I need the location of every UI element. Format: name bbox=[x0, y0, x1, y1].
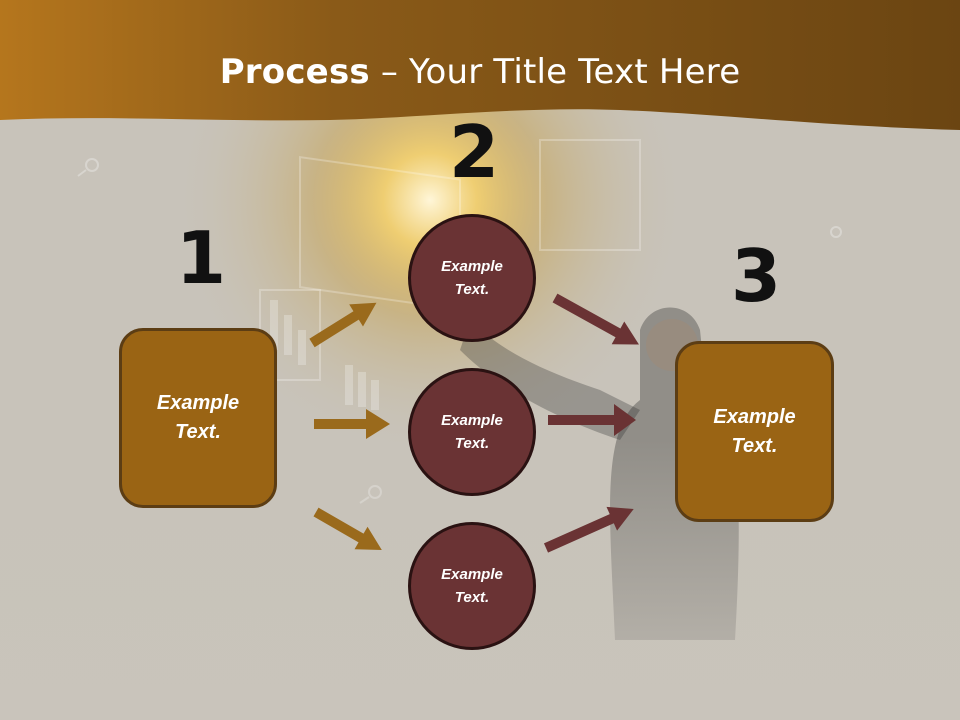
circle-3-line1: Example bbox=[441, 566, 503, 583]
arrow-from-circle-2 bbox=[548, 404, 636, 436]
right-box-line2: Text. bbox=[731, 434, 778, 457]
circle-1: Example Text. bbox=[408, 214, 536, 342]
arrow-to-circle-1 bbox=[309, 302, 377, 348]
arrow-from-circle-1 bbox=[552, 293, 639, 345]
arrow-to-circle-2 bbox=[314, 409, 390, 439]
title-bold: Process bbox=[219, 52, 370, 92]
left-box-line2: Text. bbox=[175, 421, 221, 443]
title-rest: – Your Title Text Here bbox=[369, 52, 741, 92]
left-box: Example Text. bbox=[119, 328, 277, 508]
step-number-1: 1 bbox=[176, 216, 227, 300]
right-box-line1: Example bbox=[713, 405, 796, 428]
circle-3-line2: Text. bbox=[454, 589, 490, 606]
right-box: Example Text. bbox=[675, 341, 834, 522]
arrow-to-circle-3 bbox=[313, 507, 382, 550]
step-number-3: 3 bbox=[731, 234, 782, 318]
arrow-from-circle-3 bbox=[543, 506, 634, 553]
circle-3: Example Text. bbox=[408, 522, 536, 650]
slide-title: Process – Your Title Text Here bbox=[0, 52, 960, 92]
circle-1-line2: Text. bbox=[454, 281, 490, 298]
circle-2-line2: Text. bbox=[454, 435, 490, 452]
left-box-line1: Example bbox=[156, 392, 240, 414]
circle-2-line1: Example bbox=[441, 412, 503, 429]
circle-1-line1: Example bbox=[441, 258, 503, 275]
step-number-2: 2 bbox=[449, 110, 500, 194]
circle-2: Example Text. bbox=[408, 368, 536, 496]
